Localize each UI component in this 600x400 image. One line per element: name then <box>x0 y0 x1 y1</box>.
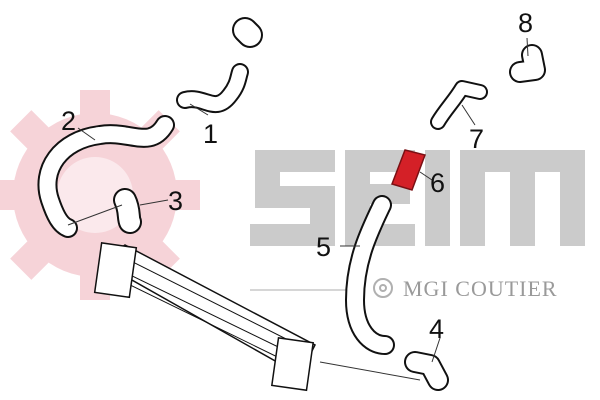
leader-lines <box>67 37 529 381</box>
callout-4: 4 <box>429 314 444 344</box>
callout-7: 7 <box>469 124 484 154</box>
callout-6: 6 <box>430 168 445 198</box>
part-1-hose[interactable] <box>176 17 263 114</box>
intercooler <box>93 242 316 392</box>
brand-text: MGI COUTIER <box>403 276 558 301</box>
callout-5: 5 <box>316 232 331 262</box>
callout-3: 3 <box>168 186 183 216</box>
part-3-elbow[interactable] <box>113 188 142 234</box>
callout-2: 2 <box>61 106 76 136</box>
part-6-sleeve[interactable] <box>391 149 426 191</box>
callout-8: 8 <box>518 8 533 38</box>
callout-1: 1 <box>203 119 218 149</box>
mgi-coutier-emblem-icon <box>373 278 393 298</box>
part-4-elbow[interactable] <box>404 351 449 391</box>
part-2-hose[interactable] <box>37 115 175 238</box>
part-7-connector[interactable] <box>430 80 488 130</box>
part-8-elbow[interactable] <box>509 44 546 83</box>
part-5-hose[interactable] <box>345 195 395 355</box>
